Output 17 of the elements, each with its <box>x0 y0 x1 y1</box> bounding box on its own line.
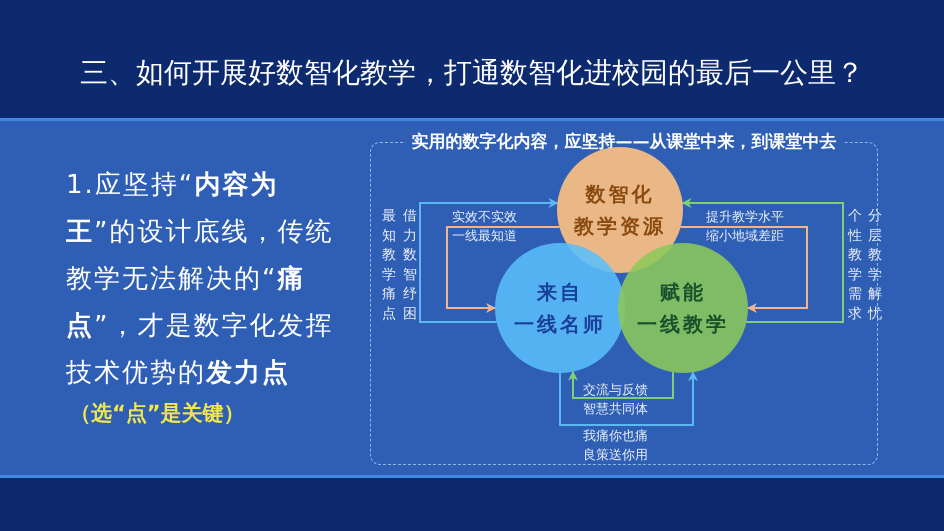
arrow <box>559 371 698 426</box>
edge-label: 提升教学水平缩小地域差距 <box>706 209 784 246</box>
arrow <box>680 226 808 313</box>
edge-label: 交流与反馈智慧共同体 <box>583 382 648 419</box>
arrow <box>568 370 674 399</box>
arrow <box>419 198 558 323</box>
vertical-label: 个性教学需求 <box>848 207 862 324</box>
edge-label: 实效不实效一线最知道 <box>452 209 517 246</box>
slide-title: 三、如何开展好数智化教学，打通数智化进校园的最后一公里？ <box>79 55 865 91</box>
frame-heading: 实用的数字化内容，应坚持——从课堂中来，到课堂中去 <box>406 130 842 153</box>
note-text: （选“点”是关键） <box>70 400 245 427</box>
body-paragraph: 1.应坚持“内容为王”的设计底线，传统教学无法解决的“痛点”，才是数字化发挥技术优势的发力点 <box>66 169 334 390</box>
vertical-label: 最知教学痛点 <box>382 207 396 324</box>
arrow <box>682 198 844 323</box>
edge-label: 我痛你也痛良策送你用 <box>583 428 648 465</box>
arrow <box>446 226 560 313</box>
vertical-label: 借力数智纾困 <box>403 207 417 324</box>
